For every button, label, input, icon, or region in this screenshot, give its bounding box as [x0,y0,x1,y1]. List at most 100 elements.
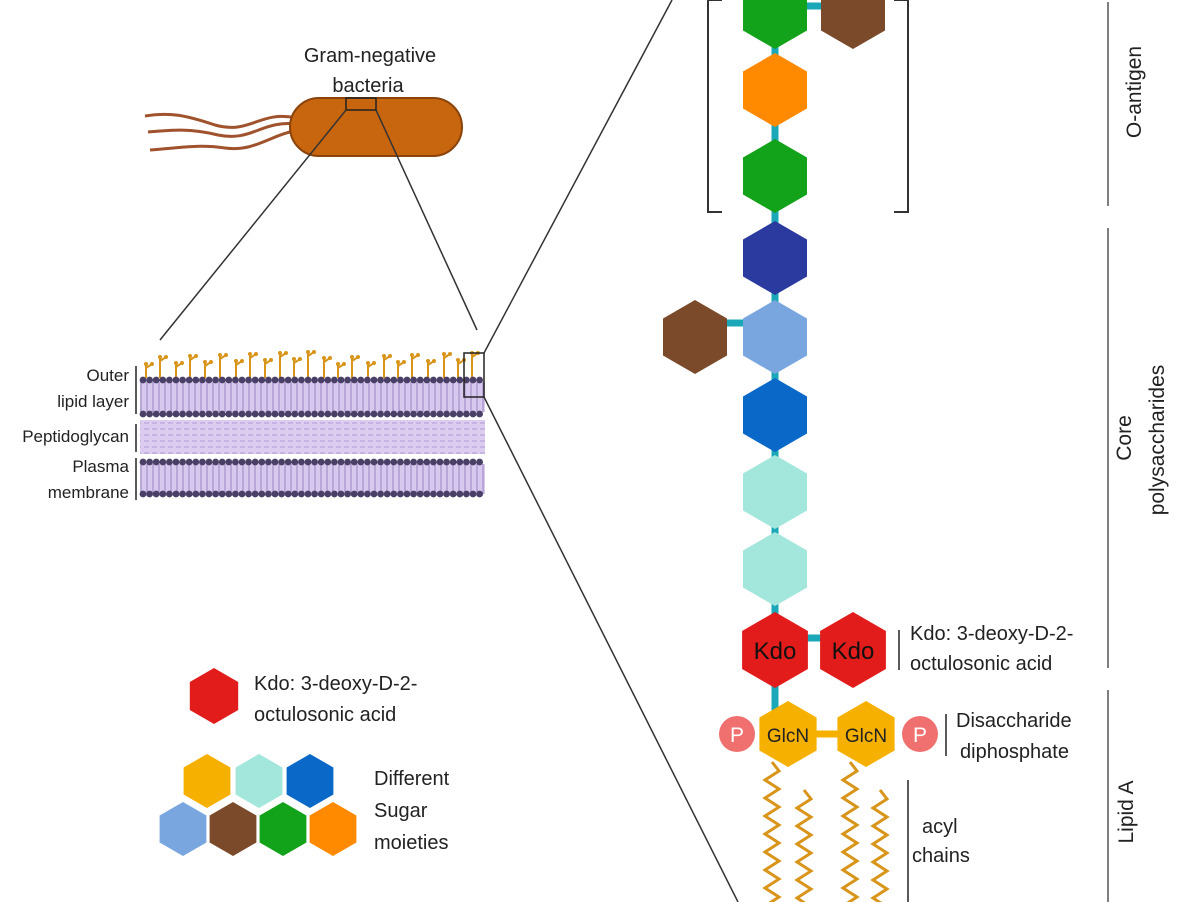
lipid-head [152,410,160,418]
legend-sugar-green [259,802,307,856]
lipid-head [344,410,351,418]
region-labels: O-antigen Core polysaccharides Lipid A [1107,2,1169,902]
glcn-pair [759,701,895,767]
lipid-head [251,458,259,466]
lipid-head [139,490,147,498]
lipid-head [311,376,318,384]
lipid-head [218,458,226,466]
lipid-head [350,458,358,466]
lipid-head [159,376,167,384]
lipid-head [430,490,437,498]
lipid-head [423,410,431,418]
lps-tip [194,354,198,358]
lipid-head [185,490,193,498]
lps-tip [432,359,436,363]
lipid-head [159,410,167,418]
lipid-head [311,458,318,466]
glcn-label-2: GlcN [845,726,887,747]
lipid-head [265,490,272,498]
lipid-head [403,410,411,418]
lipid-head [258,458,266,466]
sugar-green [743,139,807,213]
lipid-head [416,410,424,418]
lipid-head [331,490,338,498]
lipid-head [291,458,299,466]
lipid-head [291,490,299,498]
lipid-head [284,458,292,466]
phosphate-left [719,716,755,752]
lps-tip [342,362,346,366]
lipid-head [232,458,239,466]
lipid-head [390,410,398,418]
kdo-note-line2: octulosonic acid [910,653,1052,675]
lps-tip [328,356,332,360]
lipid-head [397,490,404,498]
lipid-head [430,410,437,418]
lipid-head [271,458,279,466]
lipid-head [159,458,167,466]
lps-tip [306,350,310,354]
lipid-head [469,458,477,466]
lipid-head [449,490,457,498]
lps-tip [448,352,452,356]
kdo-label-1: Kdo [754,638,797,665]
lipid-head [212,458,220,466]
lps-tip [396,360,400,364]
lps-tip [382,354,386,358]
glcn-hexagon-1 [759,701,817,767]
lipid-head [251,376,259,384]
lipid-head [357,376,365,384]
lps-tip [442,352,446,356]
lipid-head [146,490,154,498]
lipid-head [245,376,253,384]
lipid-head [403,458,411,466]
lipid-head [337,490,345,498]
lipid-head [284,490,292,498]
lipid-head [218,376,226,384]
lipid-head [271,376,279,384]
lipid-head [324,410,332,418]
lipid-head [403,490,411,498]
lipid-head [298,490,305,498]
lps-tip [263,358,267,362]
lipid-head [357,490,365,498]
lipid-head [331,376,338,384]
lipid-head [423,490,431,498]
lipid-head [469,376,477,384]
lipid-head [199,458,206,466]
lipid-head [364,410,371,418]
lipid-head [166,376,173,384]
lipid-a-label: Lipid A [1115,780,1138,843]
lipid-head [139,376,147,384]
lipid-head [469,490,477,498]
lipid-head [331,458,338,466]
lipid-head [476,376,483,384]
lps-tip [284,351,288,355]
lipid-head [298,410,305,418]
lipid-head [152,490,160,498]
lipid-head [212,490,220,498]
lipid-head [344,490,351,498]
lipid-head [383,458,391,466]
lipid-head [166,458,173,466]
core-label-line1: Core [1113,415,1136,461]
lipid-head [317,410,325,418]
lipid-head [271,410,279,418]
lipid-head [324,376,332,384]
lps-tip [248,352,252,356]
lps-tip [410,353,414,357]
lps-tip [224,353,228,357]
lipid-head [456,376,464,384]
legend-sugar-brown [209,802,257,856]
legend-kdo-hexagon [189,668,239,724]
lipid-head [337,458,345,466]
lipid-head [146,458,154,466]
flagella [144,112,299,152]
lps-sprouts [144,350,480,378]
lps-tip [150,362,154,366]
o-antigen-label: O-antigen [1123,46,1146,138]
lipid-head [192,458,200,466]
lipid-head [364,458,371,466]
legend-sugar-aqua [235,754,283,808]
lipid-head [238,490,246,498]
